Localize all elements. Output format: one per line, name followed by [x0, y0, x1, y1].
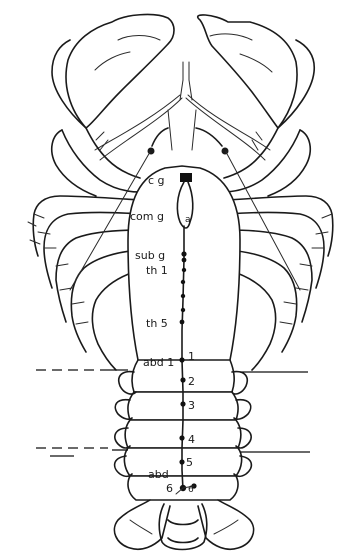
right-claw: [198, 15, 315, 196]
label-seg4: 4: [188, 433, 195, 446]
label-com-a: a: [185, 215, 191, 225]
label-seg3: 3: [188, 399, 195, 412]
label-seg2: 2: [188, 375, 195, 388]
right-walking-legs: [228, 196, 333, 370]
label-com-g: com g: [130, 210, 164, 223]
label-cg: c g: [148, 174, 165, 187]
label-th1: th 1: [146, 264, 168, 277]
antennae: [95, 62, 270, 160]
left-walking-legs: [28, 196, 140, 370]
cerebral-ganglion: [180, 173, 192, 182]
label-seg1: 1: [188, 350, 195, 363]
label-seg6: 6: [188, 485, 194, 495]
label-abd1: abd 1: [143, 356, 174, 369]
label-abd6: abd: [148, 468, 169, 481]
label-abd6-num: 6: [166, 482, 173, 495]
tail-fan: [114, 500, 253, 550]
left-claw: [52, 15, 174, 196]
label-sub-g: sub g: [135, 249, 165, 262]
label-th5: th 5: [146, 317, 168, 330]
label-seg5: 5: [186, 456, 193, 469]
